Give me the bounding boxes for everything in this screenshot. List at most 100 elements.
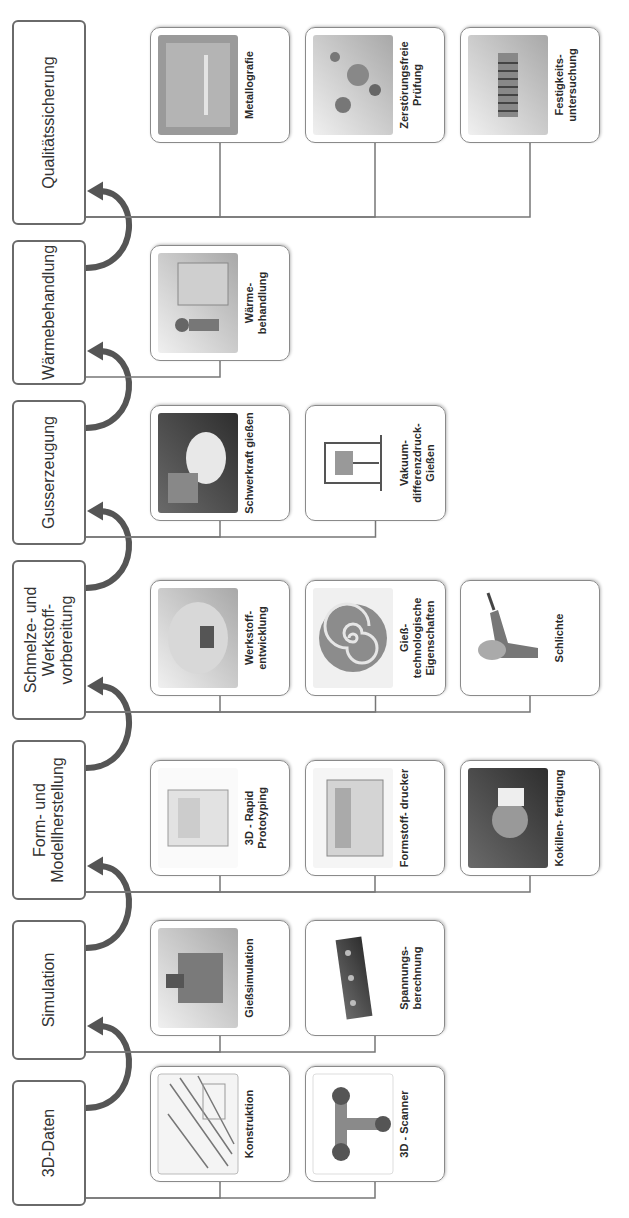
arrow-head bbox=[87, 341, 103, 360]
topic-box: Spannungs- berechnung bbox=[305, 920, 445, 1036]
topic-caption: Formstoff- drucker bbox=[398, 766, 411, 870]
photo-heat-treatment bbox=[158, 253, 238, 353]
process-arrow bbox=[86, 866, 129, 948]
photo-strength-test bbox=[468, 35, 548, 135]
topic-caption: Metallografie bbox=[243, 33, 256, 137]
connector bbox=[86, 341, 129, 428]
tree-line bbox=[86, 876, 220, 892]
process-arrow bbox=[86, 191, 129, 268]
topic-caption: Wärme- behandlung bbox=[243, 251, 269, 355]
topic-box: 3D - Scanner bbox=[305, 1066, 445, 1182]
topic-caption: Festigkeits- untersuchung bbox=[553, 33, 579, 137]
topic-caption: Vakuum- differenzdruck- Gießen bbox=[398, 411, 437, 515]
photo-scanner bbox=[313, 1074, 393, 1174]
tree-line bbox=[86, 143, 375, 217]
stage-box: Qualitätssicherung bbox=[12, 20, 86, 225]
stage-title: 3D-Daten bbox=[40, 1109, 58, 1177]
photo-construction bbox=[158, 1074, 238, 1174]
photo-die-making bbox=[468, 768, 548, 868]
topic-caption: Konstruktion bbox=[243, 1072, 256, 1176]
photo-material-development bbox=[158, 588, 238, 688]
stage-title: Wärmebehandlung bbox=[40, 245, 58, 380]
process-arrow bbox=[86, 686, 129, 768]
arrow-head bbox=[87, 676, 103, 695]
photo-gravity-casting bbox=[158, 413, 238, 513]
stage-title: Schmelze- und Werkstoff- vorbereitung bbox=[22, 570, 76, 710]
tree-line bbox=[86, 143, 220, 217]
topic-box: Zerstörungsfreie Prüfung bbox=[305, 27, 445, 143]
topic-box: Werkstoff- entwicklung bbox=[150, 580, 290, 696]
topic-caption: 3D - Scanner bbox=[398, 1072, 411, 1176]
topic-box: Kokillen- fertigung bbox=[460, 760, 600, 876]
topic-caption: Kokillen- fertigung bbox=[553, 766, 566, 870]
topic-caption: Schlichte bbox=[553, 586, 566, 690]
topic-box: Formstoff- drucker bbox=[305, 760, 445, 876]
photo-spray-gun bbox=[468, 588, 548, 688]
connector bbox=[86, 143, 220, 217]
stage-title: Gusserzeugung bbox=[40, 416, 58, 529]
photo-rapid-prototyping bbox=[158, 768, 238, 868]
tree-line bbox=[86, 1036, 375, 1052]
tree-line bbox=[86, 143, 530, 217]
topic-caption: Gießsimulation bbox=[243, 926, 256, 1030]
connector bbox=[86, 696, 220, 712]
tree-line bbox=[86, 696, 220, 712]
stage-title: Form- und Modellherstellung bbox=[31, 750, 67, 890]
connector bbox=[86, 696, 530, 712]
connector bbox=[86, 181, 129, 268]
connector bbox=[86, 1036, 375, 1052]
process-arrow bbox=[86, 1026, 129, 1108]
connector bbox=[86, 696, 376, 712]
stage-box: Simulation bbox=[12, 920, 86, 1060]
stage-box: Wärmebehandlung bbox=[12, 240, 86, 385]
topic-box: Vakuum- differenzdruck- Gießen bbox=[305, 405, 446, 521]
topic-box: Schwerkraft gießen bbox=[150, 405, 290, 521]
topic-caption: 3D - Rapid Prototyping bbox=[243, 766, 269, 870]
topic-box: Schlichte bbox=[460, 580, 600, 696]
tree-line bbox=[86, 521, 220, 537]
connector bbox=[86, 361, 220, 377]
tree-line bbox=[86, 696, 530, 712]
connector bbox=[86, 143, 530, 217]
topic-caption: Spannungs- berechnung bbox=[398, 926, 424, 1030]
topic-box: Gießsimulation bbox=[150, 920, 290, 1036]
topic-box: Konstruktion bbox=[150, 1066, 290, 1182]
photo-ndt bbox=[313, 35, 393, 135]
topic-box: Gieß- technologische Eigenschaften bbox=[305, 580, 446, 696]
connector bbox=[86, 876, 530, 892]
connector bbox=[86, 876, 375, 892]
topic-box: Metallografie bbox=[150, 27, 290, 143]
tree-line bbox=[86, 1036, 220, 1052]
topic-box: Festigkeits- untersuchung bbox=[460, 27, 600, 143]
connector bbox=[86, 143, 375, 217]
topic-box: 3D - Rapid Prototyping bbox=[150, 760, 290, 876]
topic-caption: Schwerkraft gießen bbox=[243, 411, 256, 515]
connector bbox=[86, 876, 220, 892]
tree-line bbox=[86, 696, 376, 712]
photo-stress-calculation bbox=[313, 928, 393, 1028]
arrow-head bbox=[87, 1016, 103, 1035]
stage-box: Form- und Modellherstellung bbox=[12, 740, 86, 900]
photo-casting-simulation bbox=[158, 928, 238, 1028]
topic-caption: Werkstoff- entwicklung bbox=[243, 586, 269, 690]
process-arrow bbox=[86, 511, 129, 588]
topic-box: Wärme- behandlung bbox=[150, 245, 290, 361]
stage-title: Qualitätssicherung bbox=[40, 56, 58, 189]
connector bbox=[86, 521, 220, 537]
tree-line bbox=[86, 1182, 220, 1198]
connector bbox=[86, 676, 129, 768]
topic-caption: Zerstörungsfreie Prüfung bbox=[398, 33, 424, 137]
connector bbox=[86, 1182, 220, 1198]
stage-box: Schmelze- und Werkstoff- vorbereitung bbox=[12, 560, 86, 720]
topic-caption: Gieß- technologische Eigenschaften bbox=[398, 586, 437, 690]
stage-box: 3D-Daten bbox=[12, 1080, 86, 1206]
tree-line bbox=[86, 1182, 375, 1198]
tree-line bbox=[86, 876, 375, 892]
stage-title: Simulation bbox=[40, 953, 58, 1028]
tree-line bbox=[86, 876, 530, 892]
tree-line bbox=[86, 521, 376, 537]
connector bbox=[86, 521, 376, 537]
arrow-head bbox=[87, 181, 103, 200]
connector bbox=[86, 1182, 375, 1198]
